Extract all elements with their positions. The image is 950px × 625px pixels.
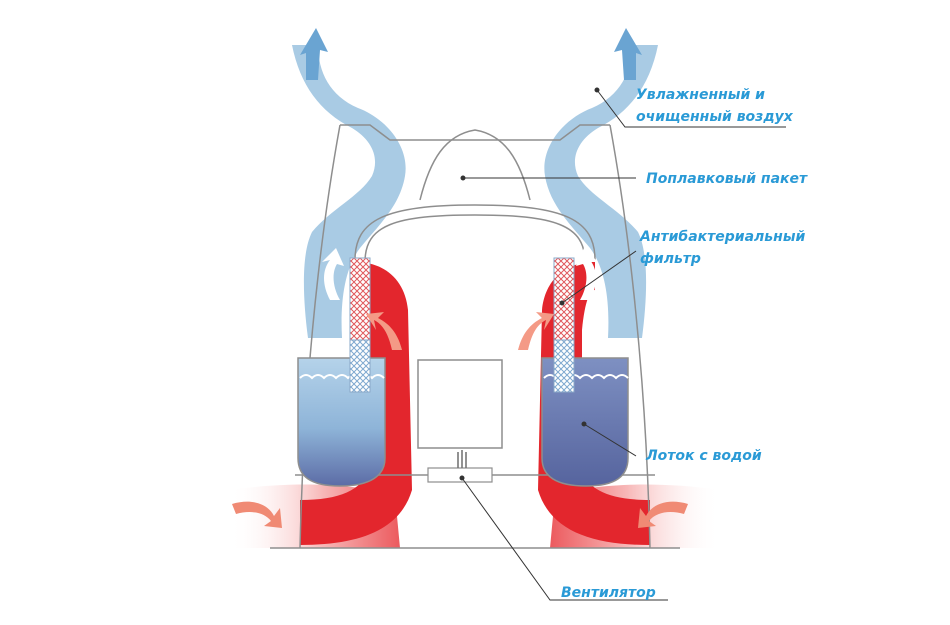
intake-arrow-right-icon — [638, 501, 688, 528]
antibacterial-filter-right — [553, 257, 575, 393]
center-unit — [417, 359, 503, 449]
humid-air-stream-left — [292, 45, 406, 338]
warm-arrow-right-icon — [518, 312, 554, 350]
leader-water-tray — [583, 423, 637, 457]
label-humid-air-line1: Увлажненный и — [636, 87, 765, 103]
leader-lines — [459, 87, 786, 601]
float-pack — [354, 129, 596, 263]
leader-fan — [461, 477, 668, 601]
leader-humid-air — [596, 89, 786, 128]
intake-arrow-left-icon — [232, 501, 282, 528]
label-water-tray: Лоток с водой — [646, 448, 762, 464]
water-tray-left — [297, 357, 386, 487]
label-filter-line2: фильтр — [640, 251, 701, 267]
label-filter-line1: Антибактериальный — [640, 229, 806, 245]
label-humid-air-line2: очищенный воздух — [636, 109, 793, 125]
upflow-arrow-right-icon — [576, 248, 598, 300]
upflow-arrow-left-icon — [322, 248, 344, 300]
fan — [427, 450, 493, 483]
antibacterial-filter-left — [349, 257, 371, 393]
warm-arrow-left-icon — [366, 312, 402, 350]
outflow-arrow-left-icon — [300, 28, 328, 80]
humid-air-stream-right — [544, 45, 658, 338]
label-fan: Вентилятор — [561, 585, 656, 601]
outflow-arrow-right-icon — [614, 28, 642, 80]
leader-filter — [561, 250, 637, 304]
label-float-pack: Поплавковый пакет — [646, 171, 808, 187]
